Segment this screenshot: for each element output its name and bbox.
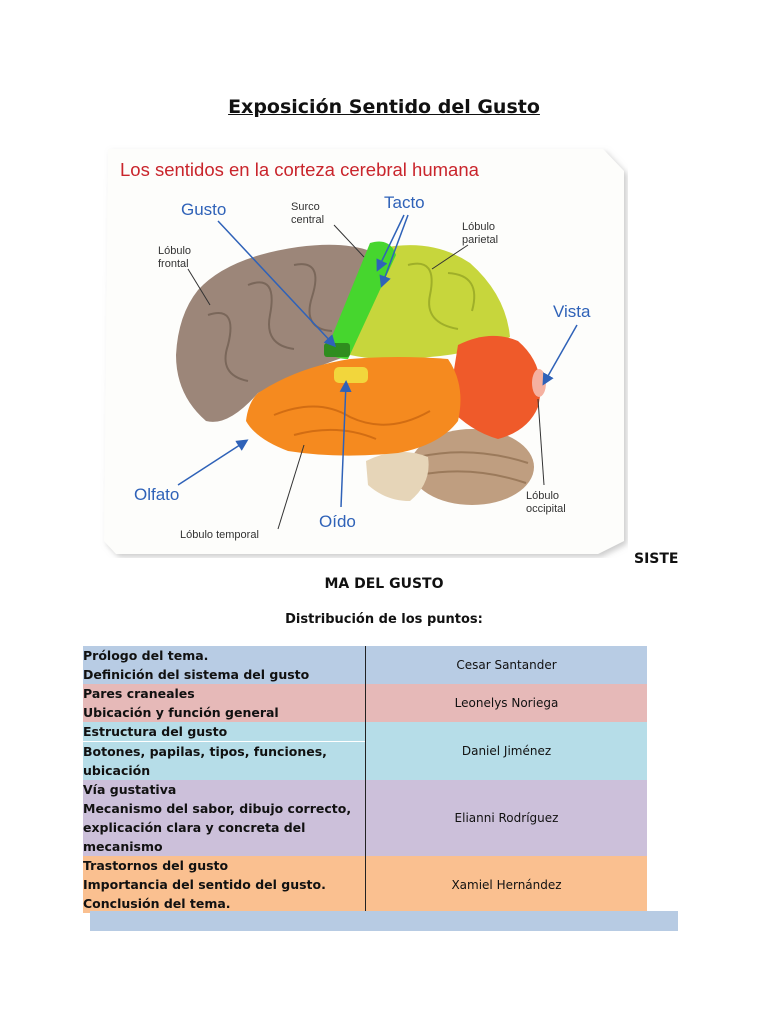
topic-line: Trastornos del gusto xyxy=(83,858,229,873)
document-title: Exposición Sentido del Gusto xyxy=(228,96,540,118)
topic-line: Estructura del gusto xyxy=(83,724,228,739)
label-surco-2: central xyxy=(291,214,324,226)
label-parietal-1: Lóbulo xyxy=(462,221,495,233)
topic-line: Pares craneales xyxy=(83,686,195,701)
footer-bar xyxy=(90,911,678,931)
heading-part-2: MA DEL GUSTO xyxy=(324,576,444,592)
topic-line: Definición del sistema del gusto xyxy=(83,667,310,682)
topic-line: Importancia del sentido del gusto. xyxy=(83,877,326,892)
presenter-cell: Elianni Rodríguez xyxy=(454,811,559,825)
presenter-cell: Leonelys Noriega xyxy=(454,696,559,710)
points-table: Prólogo del tema. Definición del sistema … xyxy=(83,646,647,913)
brain-figure: Los sentidos en la corteza cerebral huma… xyxy=(98,145,628,558)
label-parietal-2: parietal xyxy=(462,234,498,246)
topic-line: Ubicación y función general xyxy=(83,705,279,720)
topic-line: Prólogo del tema. xyxy=(83,648,209,663)
label-temporal: Lóbulo temporal xyxy=(180,529,259,541)
label-vista: Vista xyxy=(553,302,591,321)
presenter-cell: Cesar Santander xyxy=(456,658,557,672)
auditory-area xyxy=(334,367,368,383)
label-tacto: Tacto xyxy=(384,193,425,212)
presenter-cell: Xamiel Hernández xyxy=(451,877,562,892)
topic-line: Botones, papilas, tipos, funciones, ubic… xyxy=(83,741,365,780)
occipital-lobe xyxy=(448,335,541,439)
frontal-lobe xyxy=(176,244,370,422)
taste-area xyxy=(324,343,350,357)
label-oido: Oído xyxy=(319,512,356,531)
label-frontal-1: Lóbulo xyxy=(158,245,191,257)
table-row: Prólogo del tema. Definición del sistema … xyxy=(83,646,647,684)
topic-line: Conclusión del tema. xyxy=(83,896,231,911)
topic-line: Mecanismo del sabor, dibujo correcto, ex… xyxy=(83,801,352,854)
topic-line: Vía gustativa xyxy=(83,782,177,797)
label-olfato: Olfato xyxy=(134,485,179,504)
topic-cell: Prólogo del tema. Definición del sistema … xyxy=(83,646,366,684)
label-occipital-1: Lóbulo xyxy=(526,490,559,502)
brainstem xyxy=(366,451,429,501)
heading-part-1: SISTE xyxy=(634,551,679,567)
visual-area xyxy=(532,369,546,397)
presenter-cell: Daniel Jiménez xyxy=(461,744,552,758)
brain-diagram: Los sentidos en la corteza cerebral huma… xyxy=(104,149,624,554)
label-gusto: Gusto xyxy=(181,200,226,219)
label-frontal-2: frontal xyxy=(158,258,189,270)
label-occipital-2: occipital xyxy=(526,503,566,515)
distribution-label: Distribución de los puntos: xyxy=(285,612,483,627)
figure-title: Los sentidos en la corteza cerebral huma… xyxy=(120,159,480,180)
temporal-lobe xyxy=(246,357,461,456)
label-surco-1: Surco xyxy=(291,201,320,213)
cerebellum xyxy=(410,429,534,505)
